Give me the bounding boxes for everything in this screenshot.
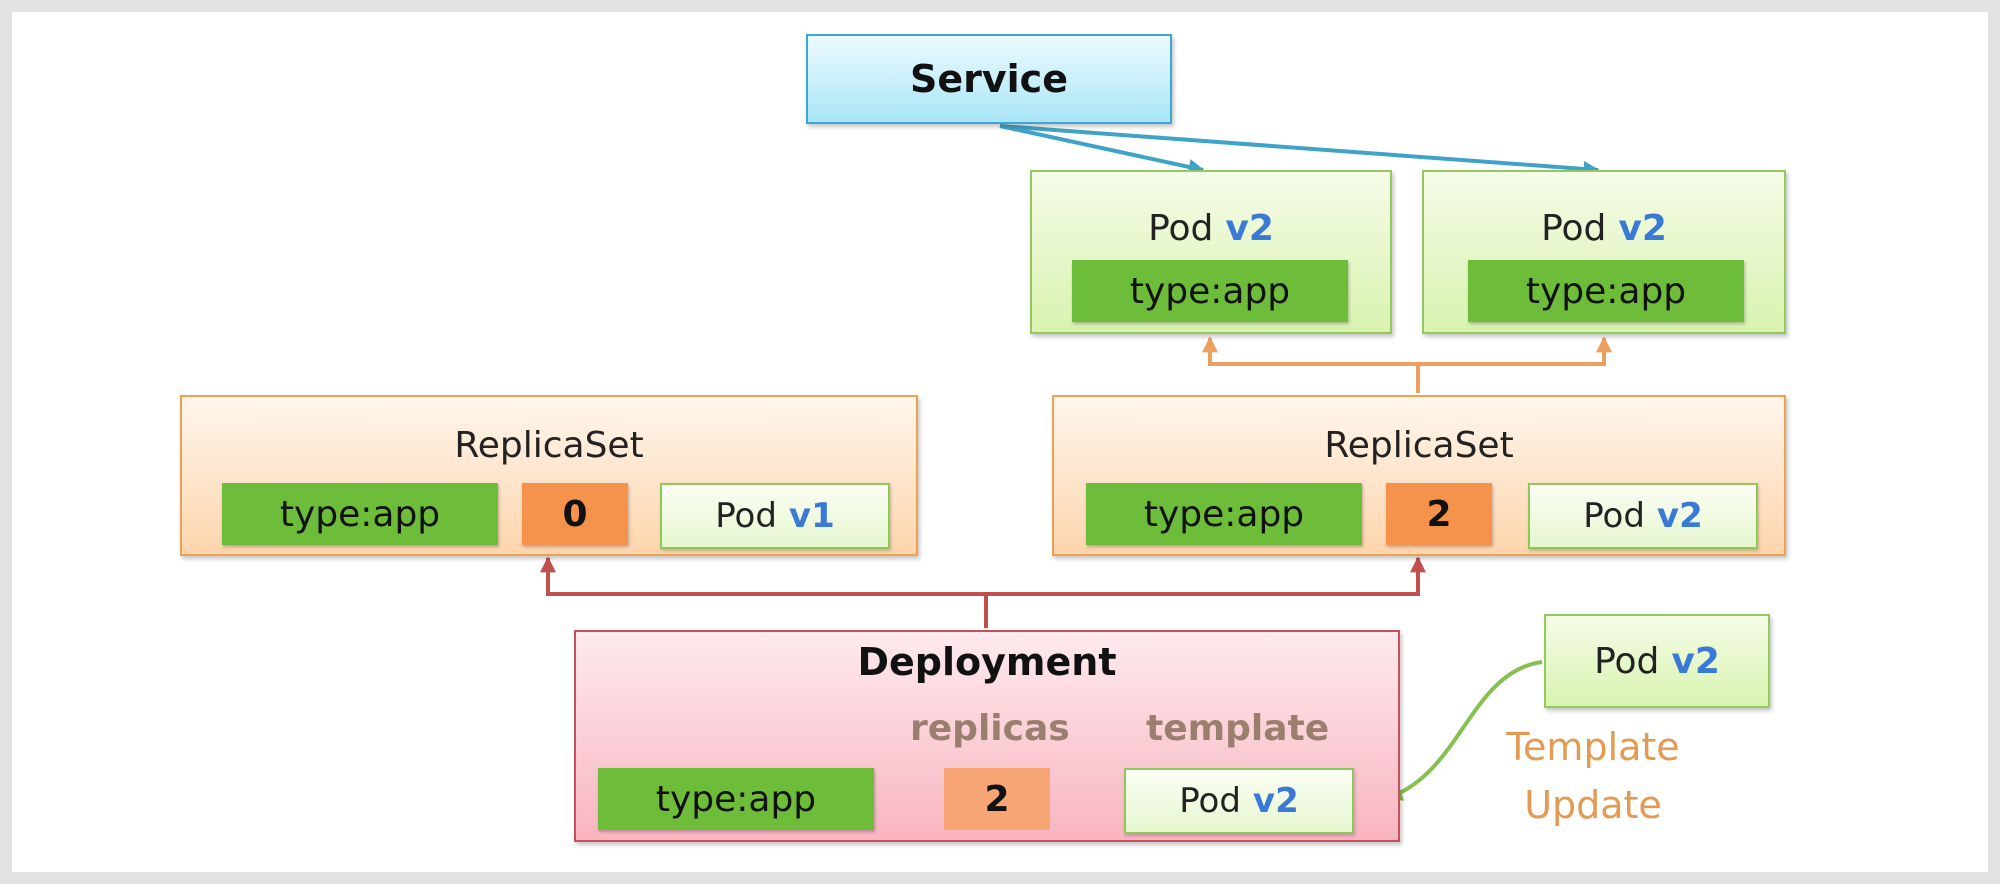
pod-version: v2 [1656, 496, 1703, 536]
replicaset-old-box[interactable]: ReplicaSet type:app 0 Pod v1 [180, 395, 918, 556]
pod-label-tag: type:app [1072, 260, 1348, 322]
pod-version: v1 [788, 496, 835, 536]
replicaset-pod-count: 2 [1386, 483, 1492, 545]
replicaset-label-tag: type:app [1086, 483, 1362, 545]
pod-version: v2 [1225, 208, 1274, 249]
pod-label-tag: type:app [1468, 260, 1744, 322]
deployment-replicas-count: 2 [944, 768, 1050, 830]
replicaset-title: ReplicaSet [454, 425, 644, 466]
new-pod-template-box[interactable]: Pod v2 [1544, 614, 1770, 708]
template-update-label: Template Update [1482, 718, 1704, 834]
replicaset-title: ReplicaSet [1324, 425, 1514, 466]
pod-title-text: Pod [1594, 640, 1660, 682]
replicaset-label-tag: type:app [222, 483, 498, 545]
deployment-title: Deployment [857, 640, 1117, 684]
replicaset-pod-template: Pod v2 [1528, 483, 1758, 549]
pod-title: Pod v2 [1032, 208, 1390, 249]
deployment-box[interactable]: Deployment replicas template type:app 2 … [574, 630, 1400, 842]
pod-title-text: Pod [1541, 208, 1607, 249]
pod-box[interactable]: Pod v2 type:app [1030, 170, 1392, 334]
pod-version: v2 [1618, 208, 1667, 249]
template-update-line2: Update [1524, 783, 1662, 827]
replicaset-new-box[interactable]: ReplicaSet type:app 2 Pod v2 [1052, 395, 1786, 556]
pod-title-text: Pod [1583, 496, 1645, 536]
pod-title-text: Pod [715, 496, 777, 536]
pod-title-text: Pod [1148, 208, 1214, 249]
replicaset-pod-count: 0 [522, 483, 628, 545]
service-label: Service [910, 57, 1068, 101]
deployment-label-tag: type:app [598, 768, 874, 830]
deployment-pod-template: Pod v2 [1124, 768, 1354, 834]
replicaset-pod-template: Pod v1 [660, 483, 890, 549]
pod-version: v2 [1252, 781, 1299, 821]
pod-title-text: Pod [1179, 781, 1241, 821]
template-label: template [1146, 708, 1330, 749]
pod-box[interactable]: Pod v2 type:app [1422, 170, 1786, 334]
pod-version: v2 [1671, 640, 1720, 682]
pod-title: Pod v2 [1424, 208, 1784, 249]
template-update-line1: Template [1506, 725, 1680, 769]
service-box[interactable]: Service [806, 34, 1172, 124]
replicas-label: replicas [910, 708, 1070, 749]
